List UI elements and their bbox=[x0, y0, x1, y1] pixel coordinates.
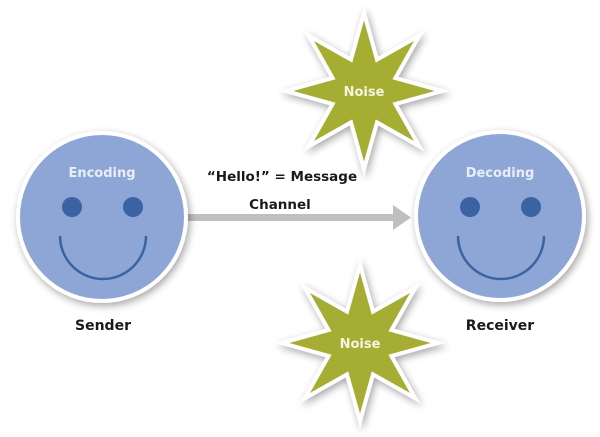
right-eye-icon bbox=[123, 197, 143, 217]
noise-star-shape bbox=[274, 257, 446, 429]
message-label: “Hello!” = Message bbox=[207, 169, 357, 185]
receiver-label: Receiver bbox=[466, 318, 534, 334]
arrow-shaft bbox=[183, 214, 395, 221]
left-eye-icon bbox=[62, 197, 82, 217]
right-eye-icon bbox=[521, 197, 541, 217]
decoding-label: Decoding bbox=[466, 166, 535, 181]
channel-label: Channel bbox=[249, 197, 311, 213]
face-circle bbox=[414, 130, 586, 302]
smile-icon bbox=[456, 235, 546, 281]
face-circle bbox=[16, 131, 188, 303]
channel-arrow bbox=[183, 205, 411, 230]
left-eye-icon bbox=[460, 197, 480, 217]
receiver-face: Decoding bbox=[414, 130, 586, 302]
sender-face: Encoding bbox=[16, 131, 188, 303]
noise-label: Noise bbox=[344, 85, 385, 100]
noise-star-shape bbox=[278, 5, 450, 177]
noise-star-bottom: Noise bbox=[274, 257, 446, 429]
arrow-head bbox=[393, 205, 411, 230]
sender-label: Sender bbox=[75, 318, 131, 334]
smile-icon bbox=[58, 235, 148, 281]
noise-label: Noise bbox=[340, 337, 381, 352]
noise-star-top: Noise bbox=[278, 5, 450, 177]
encoding-label: Encoding bbox=[68, 166, 135, 181]
